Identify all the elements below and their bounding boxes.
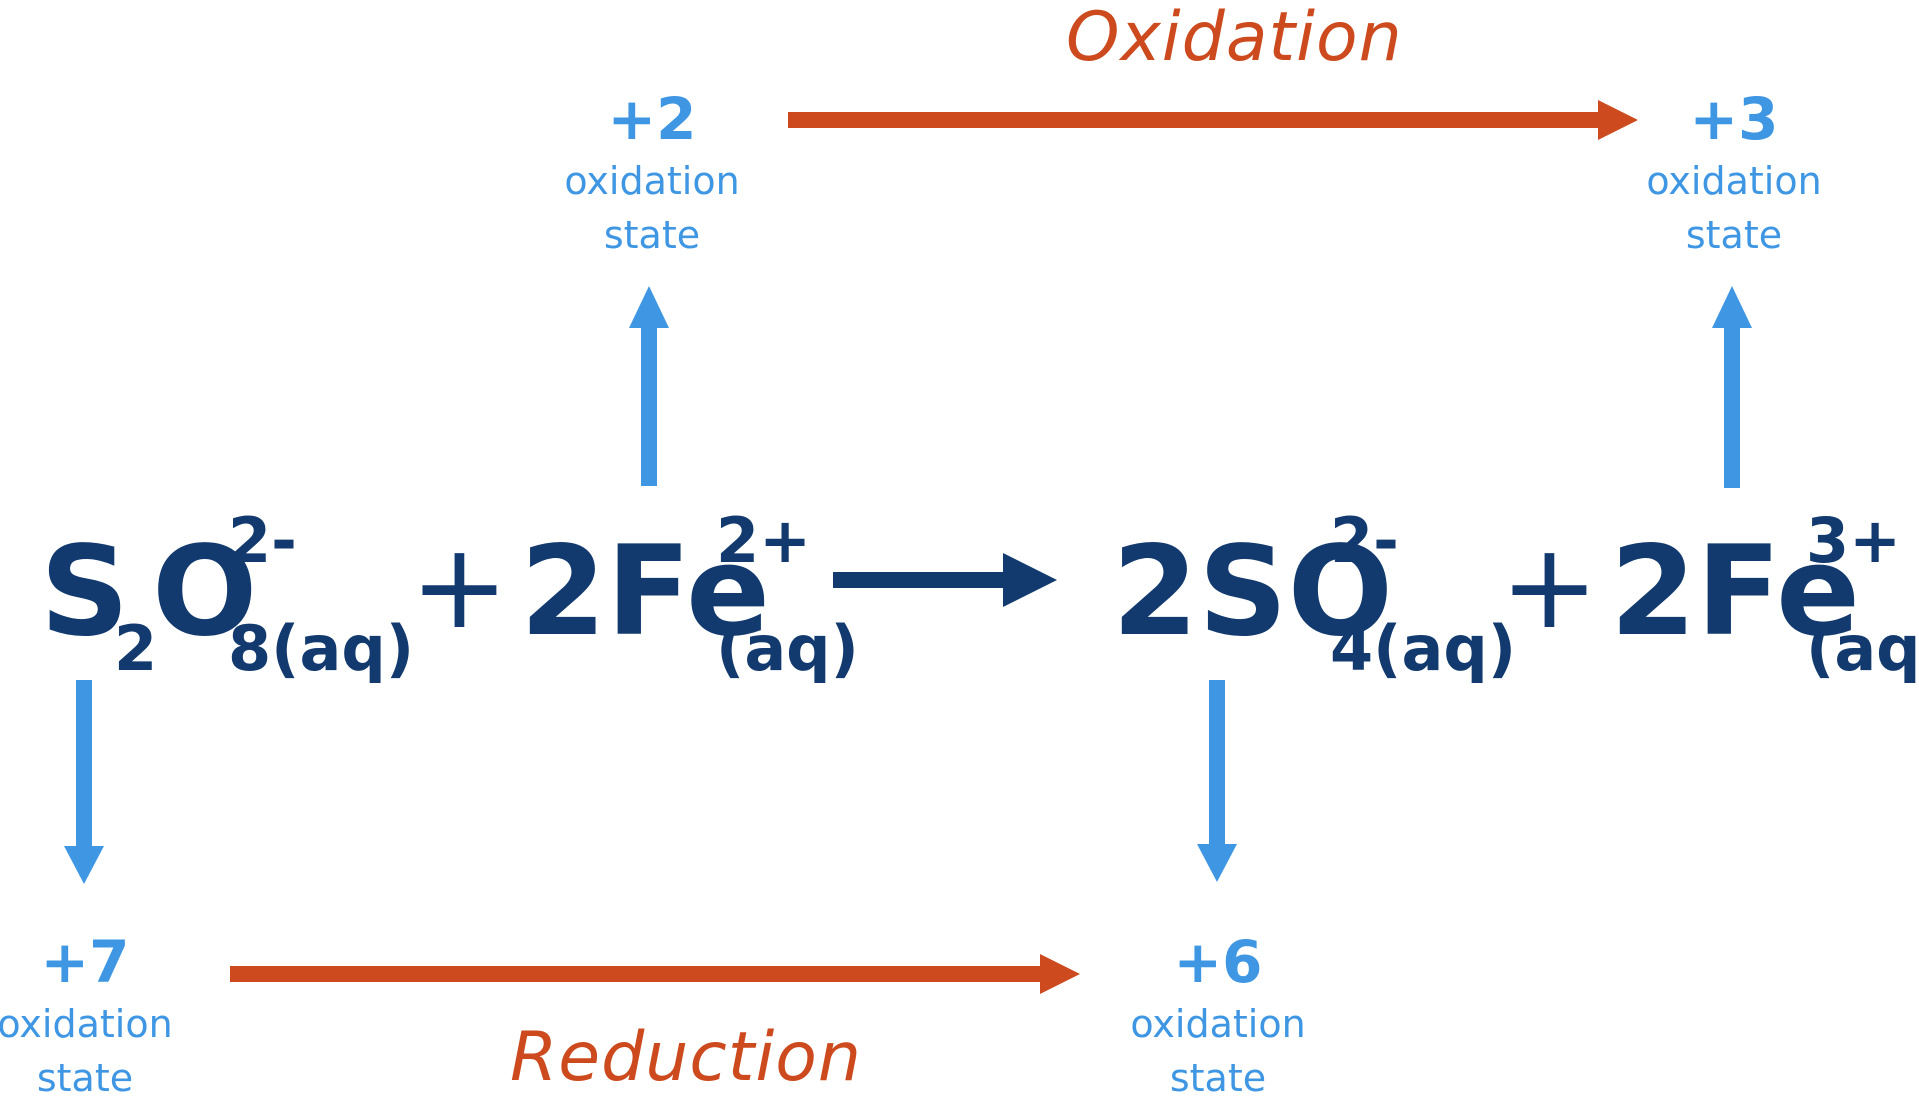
product1-charge: 2- — [1330, 504, 1399, 577]
state-word: oxidation — [0, 1002, 173, 1046]
fe-product-up-arrow — [1712, 286, 1752, 488]
product1-formula: 2SO — [1112, 520, 1393, 664]
reaction-arrow — [833, 553, 1057, 607]
state-word: state — [1169, 1056, 1267, 1100]
product2-state: (aq) — [1806, 612, 1919, 685]
oxidation-label: Oxidation — [1066, 0, 1403, 77]
reactant2-formula: 2Fe — [520, 520, 771, 664]
reactant-o-subscript: 8(aq) — [228, 612, 415, 685]
product2-charge: 3+ — [1806, 504, 1902, 577]
s-reactant-oxidation-state: +7 oxidation state — [0, 933, 185, 1097]
reduction-label: Reduction — [510, 1018, 862, 1097]
plus-sign: + — [1500, 517, 1599, 655]
reactant-o-symbol: O — [152, 520, 258, 664]
reactant-s-subscript: 2 — [114, 612, 158, 685]
reactant2-charge: 2+ — [716, 504, 812, 577]
s-product-down-arrow — [1197, 680, 1237, 882]
state-word: oxidation — [564, 159, 740, 203]
fe-reactant-oxidation-state: +2 oxidation state — [552, 90, 752, 254]
product2-formula: 2Fe — [1610, 520, 1861, 664]
state-word: oxidation — [1130, 1002, 1306, 1046]
state-word: state — [36, 1056, 134, 1100]
plus-sign: + — [410, 517, 509, 655]
fe-product-oxidation-state: +3 oxidation state — [1634, 90, 1834, 254]
state-value: +3 — [1689, 85, 1779, 153]
oxidation-arrow — [788, 100, 1638, 140]
state-word: oxidation — [1646, 159, 1822, 203]
reactant-s-symbol: S — [40, 520, 130, 664]
s-reactant-down-arrow — [64, 680, 104, 884]
fe-reactant-up-arrow — [629, 286, 669, 486]
state-word: state — [603, 213, 701, 257]
state-word: state — [1685, 213, 1783, 257]
s-product-oxidation-state: +6 oxidation state — [1118, 933, 1318, 1097]
reactant2-state: (aq) — [716, 612, 859, 685]
product1-subscript: 4(aq) — [1330, 612, 1517, 685]
state-value: +6 — [1173, 928, 1263, 996]
state-value: +7 — [40, 928, 130, 996]
reduction-arrow — [230, 954, 1080, 994]
reactant1-charge: 2- — [228, 504, 297, 577]
state-value: +2 — [607, 85, 697, 153]
